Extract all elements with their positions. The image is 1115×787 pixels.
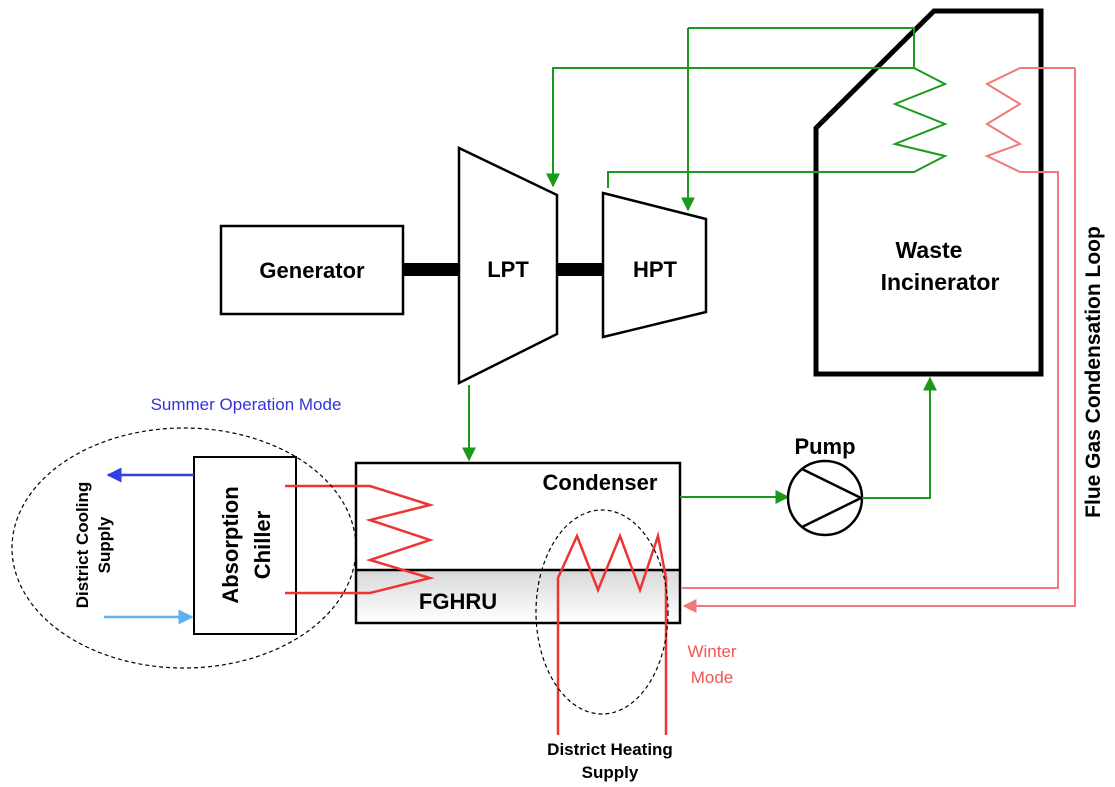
condenser-label: Condenser <box>543 470 658 495</box>
waste-incinerator-outline <box>813 8 1044 377</box>
lpt-turbine <box>457 146 559 386</box>
generator-label: Generator <box>259 258 365 283</box>
winter-mode-boundary <box>535 509 669 715</box>
chiller-heat-coil <box>285 484 435 595</box>
flue-gas-coil <box>682 67 1075 589</box>
fghru-section <box>356 570 680 623</box>
summer-mode-label: Summer Operation Mode <box>151 395 342 414</box>
district-cooling-label-line2: Supply <box>95 516 114 573</box>
summer-mode-boundary <box>11 427 357 669</box>
fghru-label: FGHRU <box>419 589 497 614</box>
hpt-label: HPT <box>633 257 678 282</box>
pump-circle <box>786 459 864 537</box>
pump-symbol <box>801 467 864 529</box>
waste-incinerator-label-line1: Waste <box>896 237 963 263</box>
absorption-chiller-label-line2: Chiller <box>250 510 275 579</box>
lpt-label: LPT <box>487 257 529 282</box>
absorption-chiller-box <box>193 456 297 635</box>
reheat-steam-to-lpt-arrow <box>546 67 914 188</box>
district-cooling-label-line1: District Cooling <box>73 482 92 609</box>
pump-label: Pump <box>794 434 855 459</box>
waste-incinerator-label-line2: Incinerator <box>881 269 1000 295</box>
generator-box <box>219 224 405 316</box>
district-heating-coil <box>556 531 668 735</box>
generator-lpt-shaft <box>403 263 459 276</box>
winter-mode-label-line1: Winter <box>687 642 736 661</box>
superheater-coil <box>607 27 948 188</box>
lpt-hpt-shaft <box>557 263 603 276</box>
feedwater-to-incinerator-arrow <box>862 376 937 499</box>
flue-gas-loop-label: Flue Gas Condensation Loop <box>1082 226 1105 518</box>
flue-gas-return-arrow <box>682 68 1076 613</box>
district-heating-label-line1: District Heating <box>547 740 673 759</box>
absorption-chiller-label-line1: Absorption <box>218 486 243 603</box>
hpt-turbine <box>601 191 708 339</box>
district-heating-label-line2: Supply <box>582 763 639 782</box>
winter-mode-label-line2: Mode <box>691 668 734 687</box>
